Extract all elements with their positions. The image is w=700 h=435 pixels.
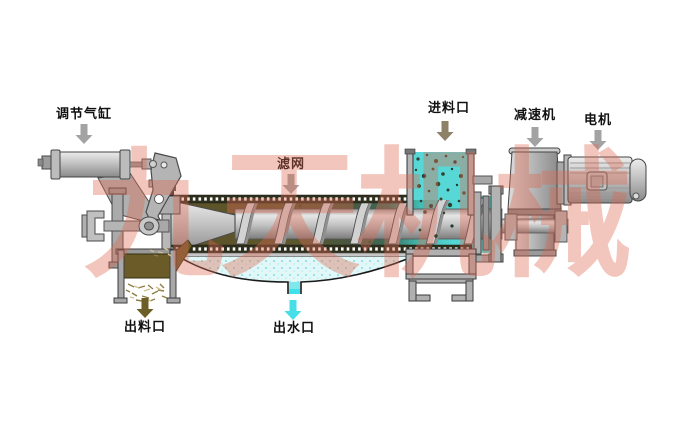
support-stand-right [405,248,477,302]
tray-water-speckle [176,255,407,294]
cylinder-body [59,151,123,178]
coupling-ring [504,213,518,241]
chute-interior [120,253,173,279]
coupling-ring-2 [554,210,568,243]
brand-watermark: 九天机械 [84,137,630,294]
label-water-outlet: 出水口 [273,320,315,335]
label-reducer: 减速机 [514,107,556,122]
bearing-flange [490,185,502,263]
feed-hopper [404,148,477,238]
arrow-down-icon [284,300,302,320]
screw-trough [155,178,503,257]
drive-shaft [501,218,569,234]
electric-motor [556,154,647,206]
label-discharge-outlet: 出料口 [124,319,166,334]
motor-drain-plug [632,192,640,200]
label-filter-screen: 滤网 [277,156,305,171]
callouts: 调节气缸 滤网 进料口 减速机 电机 出料口 出水口 [56,100,612,335]
discharged-solids [125,254,168,302]
label-adjust-cylinder: 调节气缸 [56,106,112,121]
label-motor: 电机 [584,112,612,127]
tray-spout [289,282,300,293]
shaft-clevis [86,210,105,242]
trough-end-ring [473,191,482,255]
label-feed-inlet: 进料口 [428,100,470,115]
water-tray [175,254,408,294]
hopper-slurry-speckles [414,153,466,238]
motor-end-cap [629,158,647,202]
pneumatic-cylinder [37,149,157,180]
lever-arm [145,152,182,221]
drive-train [472,147,647,263]
